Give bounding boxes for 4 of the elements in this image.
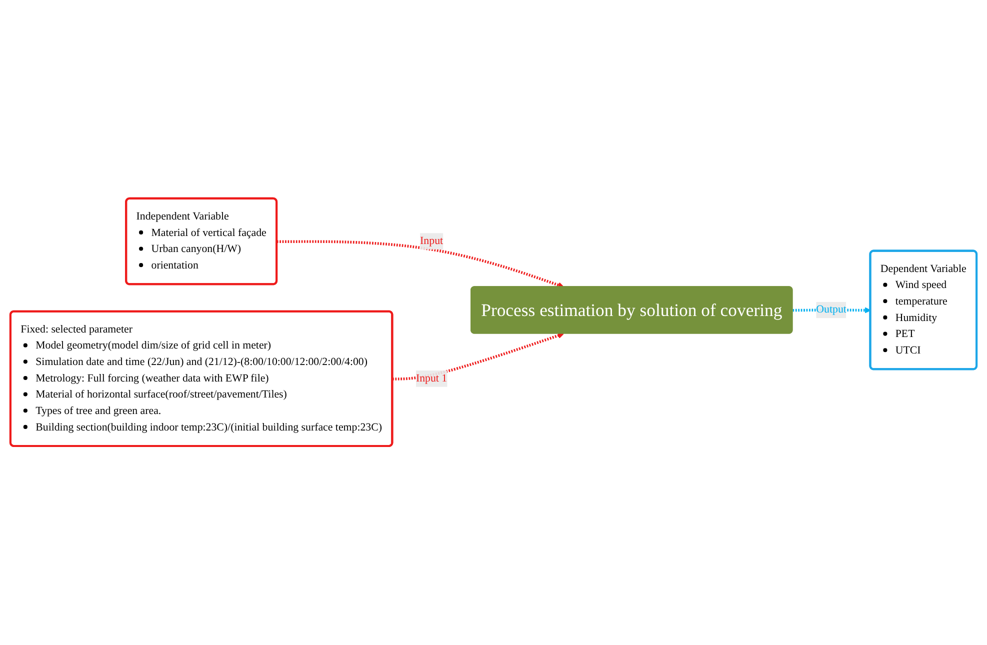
edge-label: Input — [420, 235, 444, 248]
edge-label: Output — [816, 304, 846, 316]
edge-label: Input 1 — [416, 372, 448, 384]
arrow — [276, 240, 564, 288]
